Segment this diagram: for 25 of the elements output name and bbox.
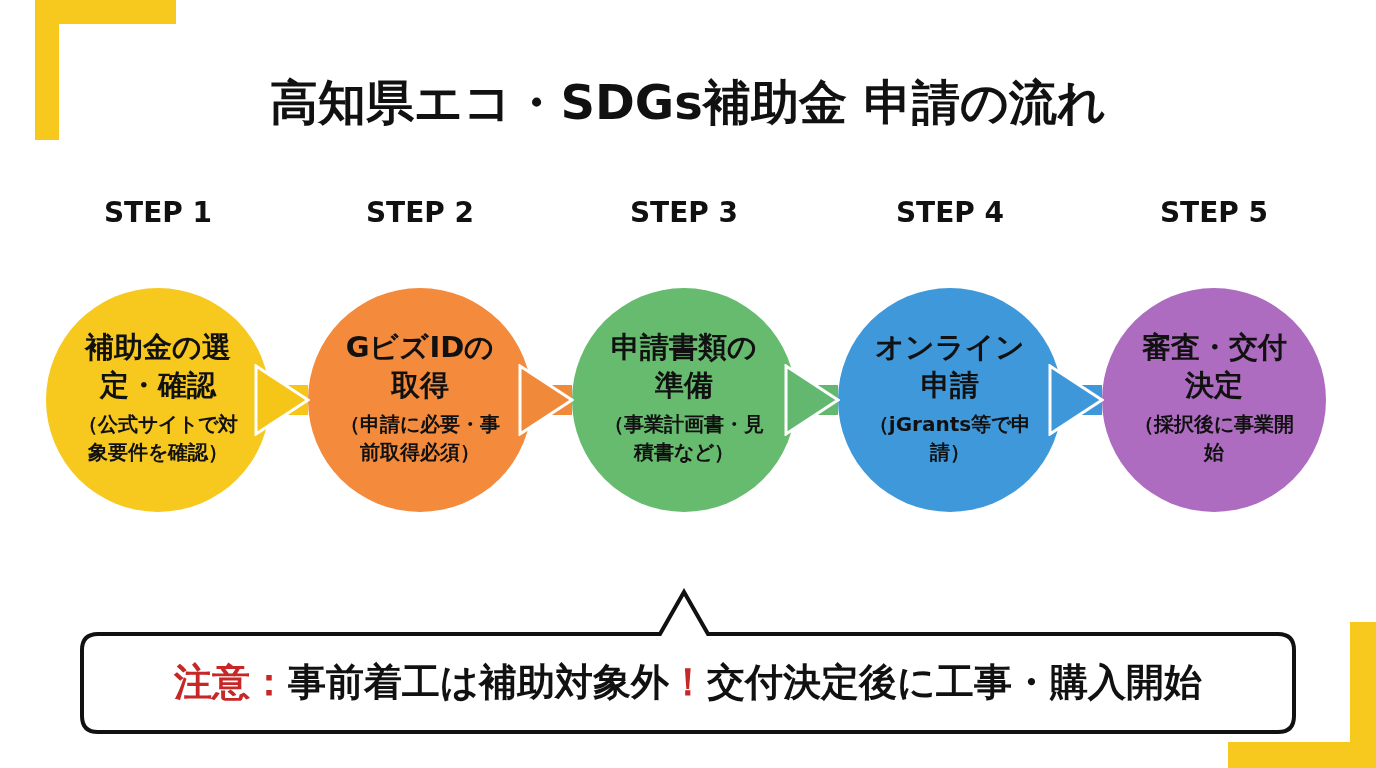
callout-bubble xyxy=(80,588,1296,734)
step-note: （事業計画書・見積書など） xyxy=(603,411,765,466)
warning-text: ！ xyxy=(669,660,707,704)
step-label: STEP 4 xyxy=(894,196,1006,229)
arrow xyxy=(254,364,310,436)
title: 高知県エコ・SDGs補助金 申請の流れ xyxy=(269,73,1107,132)
step-label: STEP 2 xyxy=(364,196,476,229)
notice-text: 交付決定後に工事・購入開始 xyxy=(707,660,1202,704)
step-title: オンライン申請 xyxy=(874,329,1026,404)
step-label: STEP 1 xyxy=(102,196,214,229)
warning-text: 注意： xyxy=(174,660,288,704)
step-title: 審査・交付決定 xyxy=(1140,329,1288,404)
step-note: （申請に必要・事前取得必須） xyxy=(339,411,501,466)
step-title: GビズIDの取得 xyxy=(344,329,496,404)
step-title: 補助金の選定・確認 xyxy=(83,329,232,404)
step-note: （jGrants等で申請） xyxy=(867,411,1033,466)
step-title: 申請書類の準備 xyxy=(610,329,758,404)
arrow xyxy=(784,364,840,436)
notice-text: 事前着工は補助対象外 xyxy=(288,660,669,704)
step-label: STEP 5 xyxy=(1158,196,1270,229)
arrow xyxy=(1048,364,1104,436)
arrow xyxy=(518,364,574,436)
step-note: （採択後に事業開始 xyxy=(1133,411,1295,466)
step-note: （公式サイトで対象要件を確認） xyxy=(77,411,239,466)
step-label: STEP 3 xyxy=(628,196,740,229)
